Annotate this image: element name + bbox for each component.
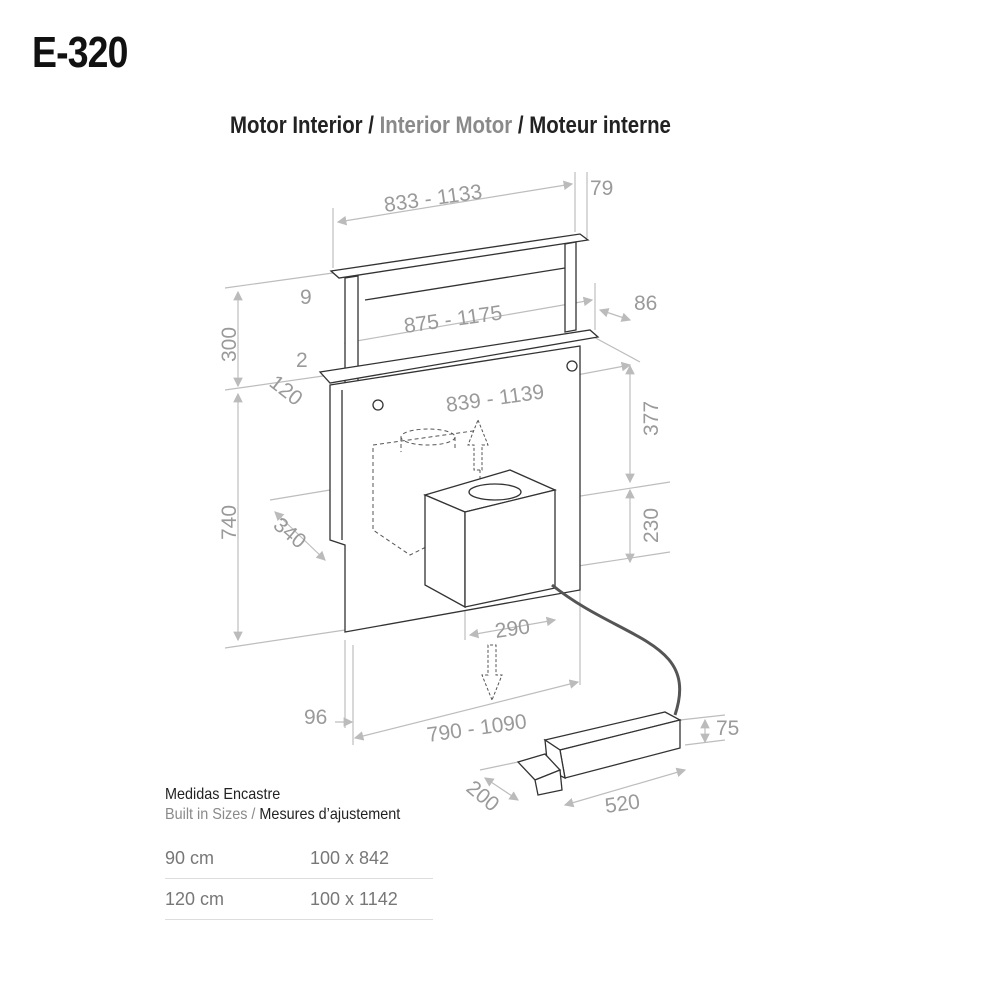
separator: / <box>362 112 380 139</box>
size-cell: 120 cm <box>165 888 225 909</box>
table-row: 120 cm 100 x 1142 <box>165 879 433 920</box>
dim-frame-thickness: 2 <box>296 349 308 372</box>
dim-motor-height: 230 <box>640 508 663 543</box>
subtitle: Motor Interior / Interior Motor / Moteur… <box>230 112 671 140</box>
remote-motor-box <box>516 711 682 796</box>
model-title: E-320 <box>32 28 128 77</box>
dim-base-width: 790 - 1090 <box>425 710 528 747</box>
table-title: Medidas Encastre <box>165 786 281 803</box>
subtitle-es: Motor Interior <box>230 112 363 139</box>
dim-body-depth: 340 <box>269 513 311 553</box>
dim-front-offset: 120 <box>265 371 307 411</box>
dim-motor-width: 290 <box>493 615 531 643</box>
dim-side-offset: 96 <box>304 706 327 729</box>
motor-unit <box>423 469 558 609</box>
dim-remote-length: 520 <box>603 790 641 818</box>
cable <box>551 583 682 716</box>
size-cell: 90 cm <box>165 847 215 868</box>
airflow-arrows <box>467 418 503 702</box>
subtitle-fr: Moteur interne <box>529 112 671 139</box>
dim-top-depth: 79 <box>590 177 613 200</box>
table-row: 90 cm 100 x 842 <box>165 838 433 879</box>
dim-total-height: 740 <box>218 505 241 540</box>
dim-panel-width: 875 - 1175 <box>402 301 503 338</box>
dim-upper-height: 377 <box>640 401 663 436</box>
dim-top-width: 833 - 1133 <box>382 180 483 217</box>
table-subtitle-en: Built in Sizes / <box>165 806 256 823</box>
subtitle-en: Interior Motor <box>379 112 513 139</box>
cutout-cell: 100 x 842 <box>310 847 390 868</box>
dim-frame-depth: 86 <box>634 292 657 315</box>
dim-remote-height: 75 <box>716 717 739 740</box>
separator: / <box>512 112 530 139</box>
table-subtitle: Built in Sizes / Mesures d’ajustement <box>165 806 406 824</box>
built-in-sizes-table: Medidas Encastre Built in Sizes / Mesure… <box>165 786 433 920</box>
dim-remote-depth: 200 <box>462 776 504 816</box>
table-subtitle-fr: Mesures d’ajustement <box>255 806 401 823</box>
ghost-motor-position <box>372 428 481 556</box>
dim-rise-height: 300 <box>218 327 241 362</box>
dim-top-thickness: 9 <box>300 286 312 309</box>
cutout-cell: 100 x 1142 <box>310 888 398 909</box>
